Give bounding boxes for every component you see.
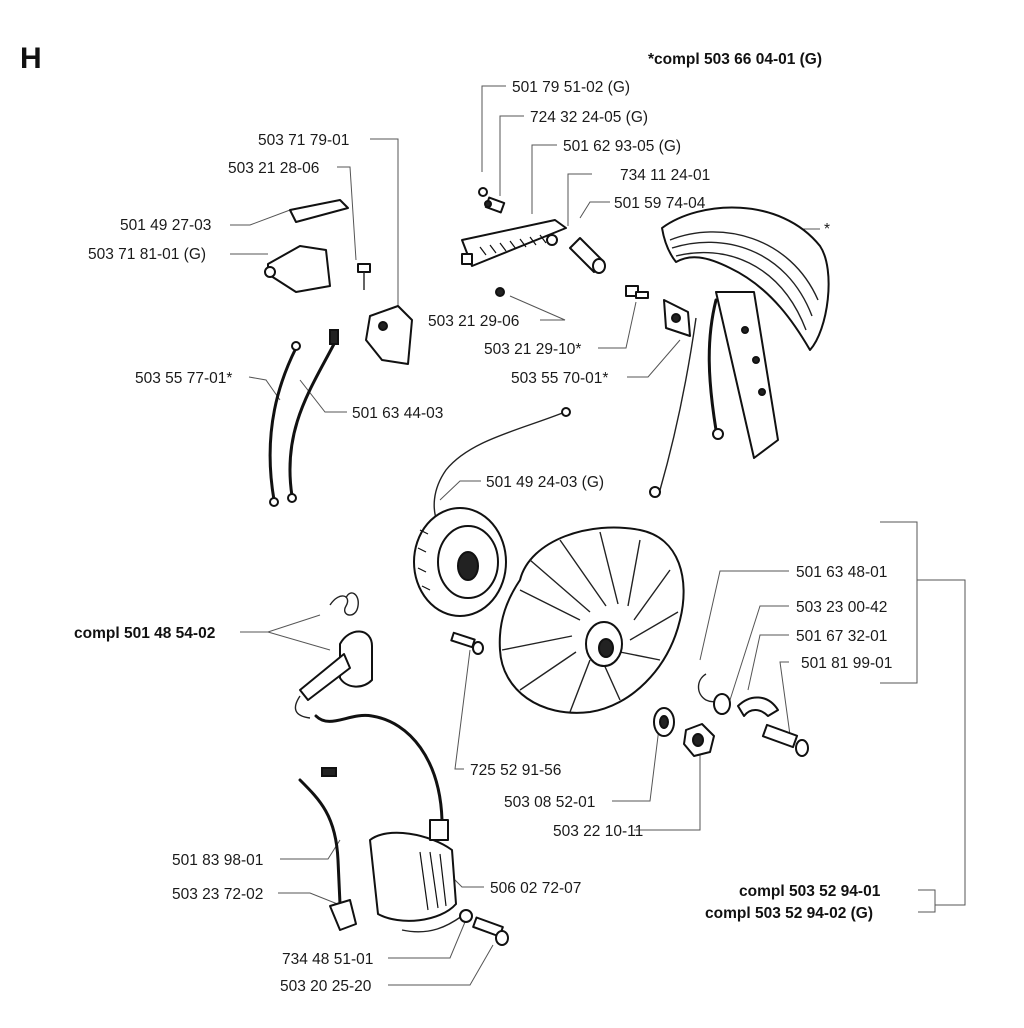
label-501-49-27-03: 501 49 27-03 [120, 217, 211, 234]
label-503-55-77-01: 503 55 77-01* [135, 370, 232, 387]
stop-switch-bracket [264, 199, 413, 365]
label-503-21-28-06: 503 21 28-06 [228, 160, 319, 177]
label-503-22-10-11: 503 22 10-11 [553, 823, 643, 840]
label-503-71-81-01: 503 71 81-01 (G) [88, 246, 206, 263]
label-725-52-91-56: 725 52 91-56 [470, 762, 561, 779]
ground-screw-bracket [495, 285, 691, 337]
starter-pawl-assembly [697, 673, 809, 757]
screw-center [450, 631, 484, 655]
small-screws-top [478, 187, 506, 214]
flywheel [498, 526, 685, 714]
label-501-79-51-02: 501 79 51-02 (G) [512, 79, 630, 96]
section-letter: H [20, 42, 42, 75]
armature-ring [413, 507, 507, 617]
label-506-02-72-07: 506 02 72-07 [490, 880, 581, 897]
leader-lines [230, 85, 966, 986]
label-compl-503-66-04-01: *compl 503 66 04-01 (G) [648, 51, 822, 68]
part-labels: *compl 503 66 04-01 (G) 501 79 51-02 (G)… [74, 51, 892, 995]
washer-nut [653, 707, 715, 757]
label-503-21-29-06: 503 21 29-06 [428, 313, 519, 330]
label-501-63-48-01: 501 63 48-01 [796, 564, 887, 581]
label-724-32-24-05: 724 32 24-05 (G) [530, 109, 648, 126]
coil-screw [459, 909, 509, 946]
spark-plug-cap [294, 630, 373, 719]
spring [329, 592, 359, 616]
label-compl-503-52-94-02: compl 503 52 94-02 (G) [705, 905, 873, 922]
label-501-59-74-04: 501 59 74-04 [614, 195, 706, 212]
label-star: * [824, 221, 830, 238]
label-501-67-32-01: 501 67 32-01 [796, 628, 887, 645]
ignition-guard [649, 206, 830, 498]
label-501-83-98-01: 501 83 98-01 [172, 852, 263, 869]
ignition-coil [298, 713, 463, 933]
label-501-49-24-03: 501 49 24-03 (G) [486, 474, 604, 491]
label-734-11-24-01: 734 11 24-01 [620, 167, 710, 184]
label-compl-501-48-54-02: compl 501 48 54-02 [74, 625, 215, 642]
label-compl-503-52-94-01: compl 503 52 94-01 [739, 883, 881, 900]
label-734-48-51-01: 734 48 51-01 [282, 951, 373, 968]
label-503-08-52-01: 503 08 52-01 [504, 794, 595, 811]
label-503-23-00-42: 503 23 00-42 [796, 599, 887, 616]
cables-left [268, 329, 339, 507]
label-503-71-79-01: 503 71 79-01 [258, 132, 349, 149]
label-501-63-44-03: 501 63 44-03 [352, 405, 443, 422]
label-501-62-93-05: 501 62 93-05 (G) [563, 138, 681, 155]
label-503-21-29-10: 503 21 29-10* [484, 341, 581, 358]
label-503-55-70-01: 503 55 70-01* [511, 370, 608, 387]
label-503-23-72-02: 503 23 72-02 [172, 886, 263, 903]
label-501-81-99-01: 501 81 99-01 [801, 655, 892, 672]
cover-plate [461, 219, 567, 267]
pin-sleeve [569, 237, 606, 274]
label-503-20-25-20: 503 20 25-20 [280, 978, 372, 995]
ground-wire [433, 407, 571, 525]
